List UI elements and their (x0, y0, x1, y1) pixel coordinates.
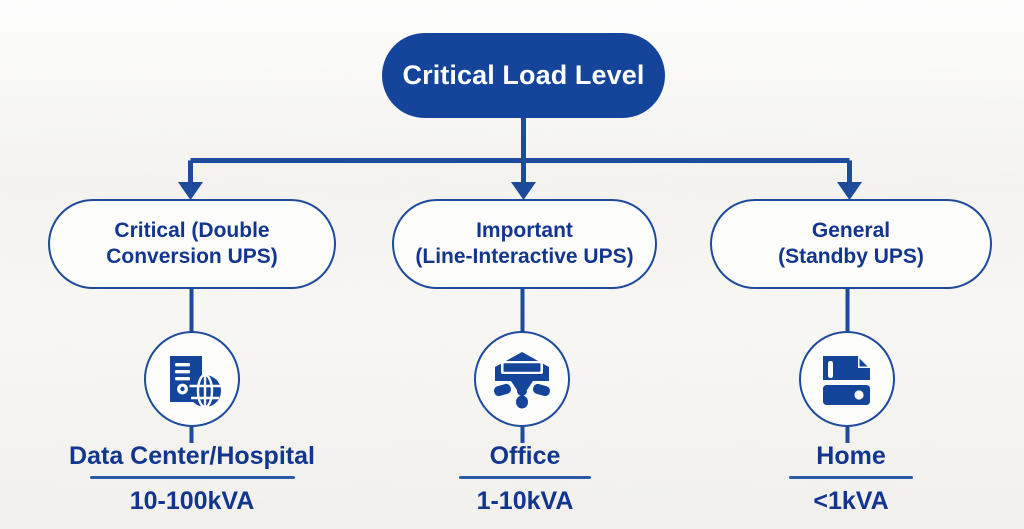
caption-title: Office (489, 442, 561, 470)
arrowhead-2 (837, 182, 862, 200)
icon-badge-office (474, 331, 570, 427)
caption-title: Data Center/Hospital (69, 442, 315, 470)
printer-document-icon (823, 356, 870, 405)
caption-value: <1kVA (813, 487, 889, 516)
server-globe-icon (170, 356, 221, 409)
branch-node-label: Critical (Double Conversion UPS) (106, 218, 278, 268)
branch-node-label: General (Standby UPS) (778, 218, 924, 268)
caption-value: 10-100kVA (129, 487, 255, 516)
arrowhead-0 (178, 182, 203, 200)
caption-value: 1-10kVA (476, 487, 574, 516)
icon-badge-data-center (144, 331, 240, 427)
caption-block-home: Home <1kVA (718, 443, 984, 515)
icon-badge-home (799, 331, 895, 427)
caption-block-data-center: Data Center/Hospital 10-100kVA (42, 443, 342, 515)
caption-divider (789, 476, 913, 480)
root-node-label: Critical Load Level (402, 59, 645, 90)
branch-node-important[interactable]: Important (Line-Interactive UPS) (392, 199, 657, 289)
root-node-critical-load-level[interactable]: Critical Load Level (382, 33, 665, 118)
network-switch-icon (494, 352, 550, 409)
arrowhead-1 (511, 182, 536, 200)
caption-block-office: Office 1-10kVA (400, 443, 650, 515)
branch-node-critical[interactable]: Critical (Double Conversion UPS) (48, 199, 336, 289)
branch-node-label: Important (Line-Interactive UPS) (415, 218, 634, 268)
arrowheads (178, 182, 862, 200)
caption-divider (459, 476, 591, 480)
caption-title: Home (816, 442, 886, 470)
caption-divider (89, 476, 295, 480)
branch-node-general[interactable]: General (Standby UPS) (710, 199, 992, 289)
